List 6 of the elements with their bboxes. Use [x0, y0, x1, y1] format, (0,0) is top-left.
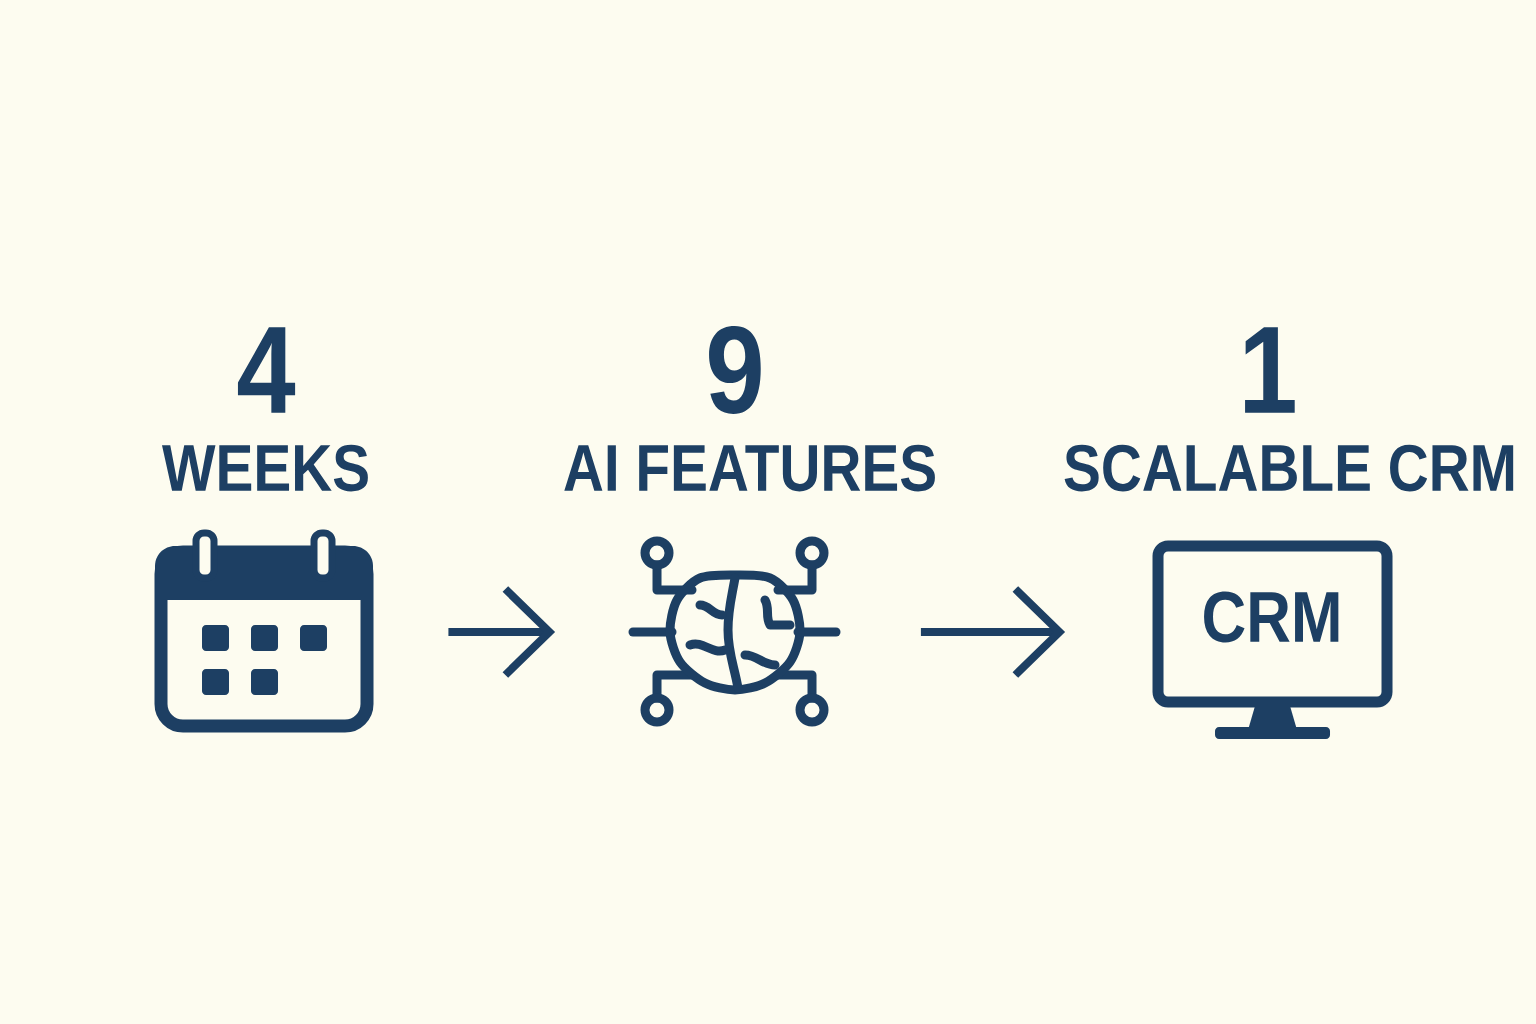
caption-text: AI FEATURES: [564, 444, 935, 492]
caption-text: WEEKS: [162, 444, 368, 492]
big-number: 9: [709, 326, 761, 414]
big-number: 1: [1245, 327, 1295, 413]
big-number: 4: [237, 327, 296, 413]
caption-text: SCALABLE CRM: [1064, 444, 1514, 492]
